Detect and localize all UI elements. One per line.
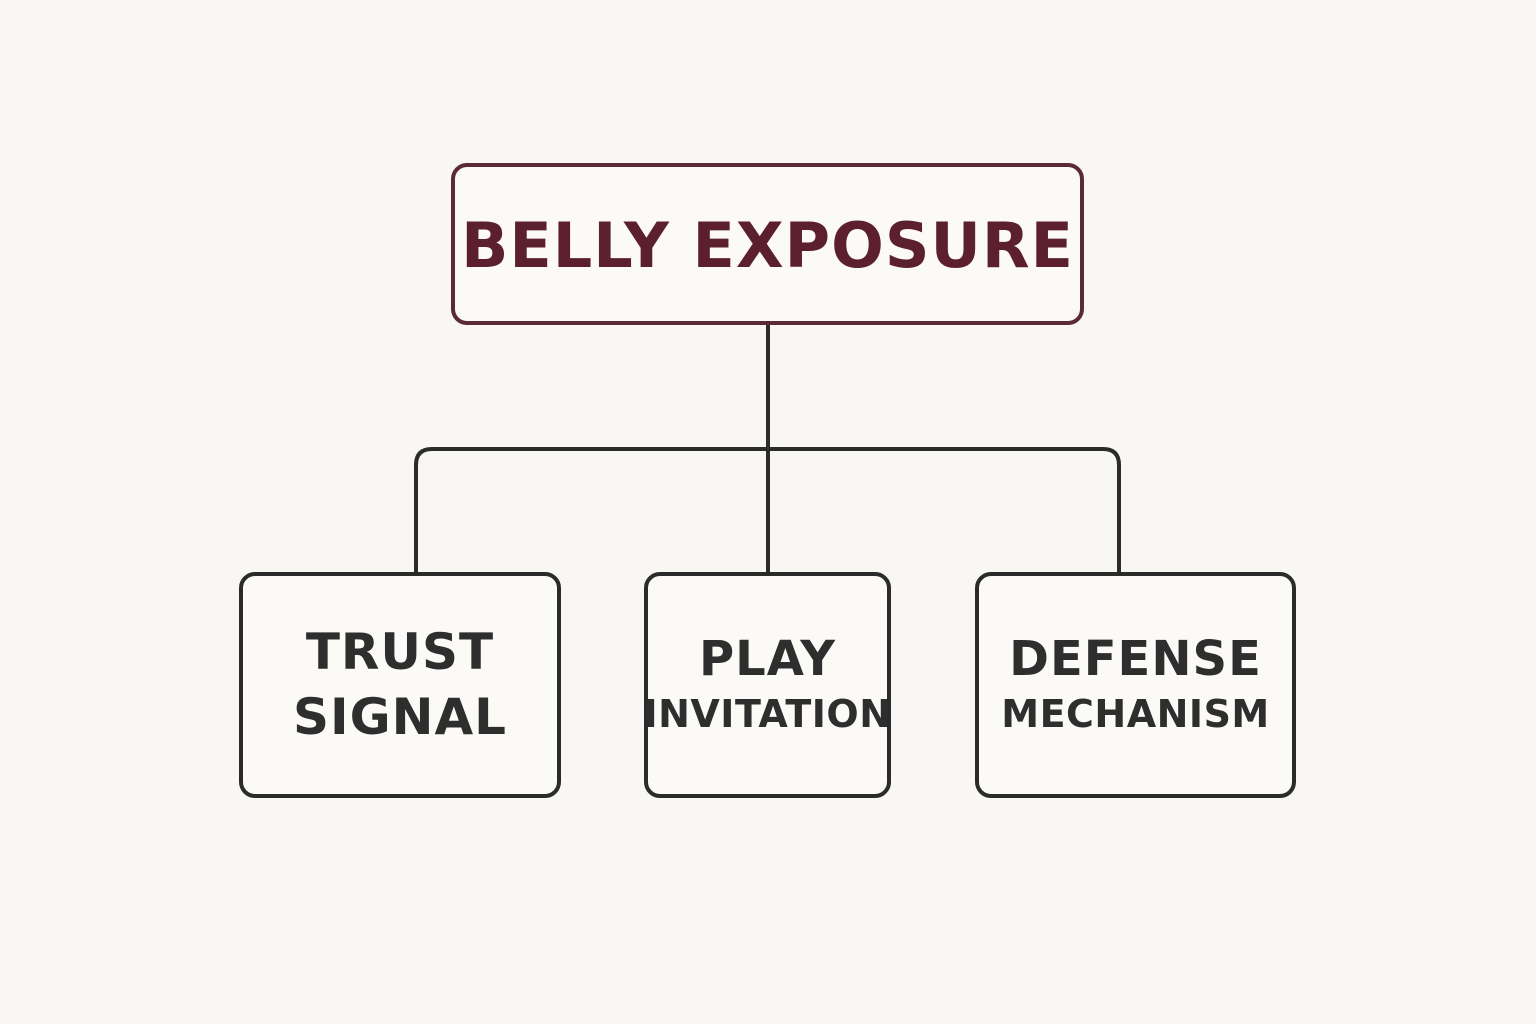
child-node-label-line1: PLAY: [698, 631, 837, 688]
root-node-belly-exposure: BELLY EXPOSURE: [451, 163, 1084, 325]
child-node-label-line2: INVITATION: [643, 692, 892, 737]
child-node-label-line2: SIGNAL: [292, 688, 508, 746]
child-node-defense-mechanism: DEFENSE MECHANISM: [975, 572, 1296, 798]
child-node-trust-signal: TRUST SIGNAL: [239, 572, 561, 798]
child-node-label-line1: TRUST: [305, 623, 495, 681]
child-node-label-line2: MECHANISM: [1001, 692, 1270, 737]
child-node-label-line1: DEFENSE: [1009, 631, 1262, 688]
root-node-label: BELLY EXPOSURE: [461, 209, 1074, 282]
child-node-play-invitation: PLAY INVITATION: [643, 572, 892, 798]
